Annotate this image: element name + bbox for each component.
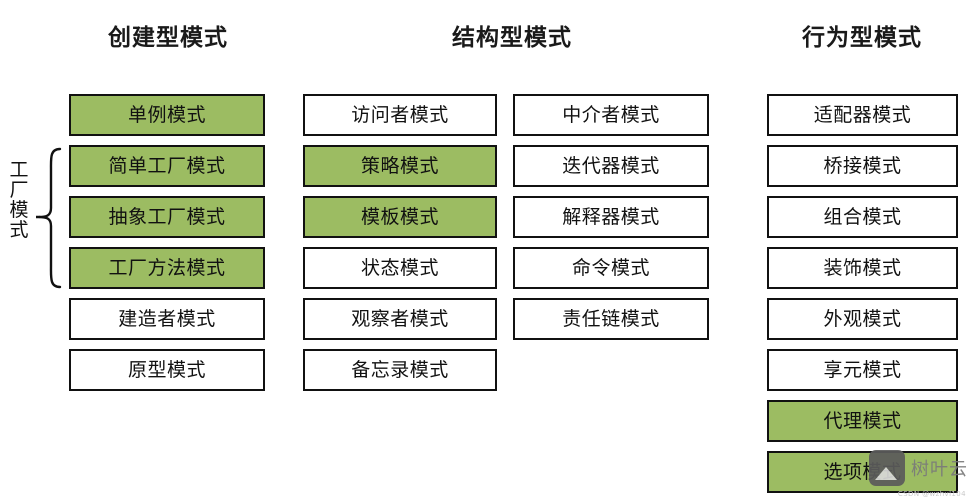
pattern-box[interactable]: 命令模式 <box>513 247 709 289</box>
pattern-box[interactable]: 模板模式 <box>303 196 497 238</box>
pattern-box[interactable]: 组合模式 <box>767 196 958 238</box>
pattern-box[interactable]: 适配器模式 <box>767 94 958 136</box>
column-title-creational: 创建型模式 <box>108 25 228 51</box>
pattern-box[interactable]: 装饰模式 <box>767 247 958 289</box>
pattern-box[interactable]: 原型模式 <box>69 349 265 391</box>
watermark-brand: 树叶云 <box>911 459 968 480</box>
pattern-box[interactable]: 解释器模式 <box>513 196 709 238</box>
pattern-box[interactable]: 单例模式 <box>69 94 265 136</box>
pattern-box[interactable]: 代理模式 <box>767 400 958 442</box>
pattern-box[interactable]: 享元模式 <box>767 349 958 391</box>
watermark-credit: CSDN @wzhvl104 <box>897 490 966 498</box>
column-title-behavioral: 行为型模式 <box>802 25 922 51</box>
pattern-box[interactable]: 迭代器模式 <box>513 145 709 187</box>
pattern-box[interactable]: 状态模式 <box>303 247 497 289</box>
pattern-box[interactable]: 责任链模式 <box>513 298 709 340</box>
pattern-box[interactable]: 中介者模式 <box>513 94 709 136</box>
factory-group-brace <box>36 147 62 289</box>
pattern-box[interactable]: 访问者模式 <box>303 94 497 136</box>
pattern-box[interactable]: 备忘录模式 <box>303 349 497 391</box>
mountain-logo-icon <box>869 450 905 486</box>
pattern-box[interactable]: 建造者模式 <box>69 298 265 340</box>
pattern-box[interactable]: 抽象工厂模式 <box>69 196 265 238</box>
pattern-box[interactable]: 外观模式 <box>767 298 958 340</box>
pattern-box[interactable]: 观察者模式 <box>303 298 497 340</box>
pattern-box[interactable]: 简单工厂模式 <box>69 145 265 187</box>
watermark: 树叶云 <box>869 450 968 486</box>
factory-group-label: 工厂模式 <box>9 159 29 242</box>
pattern-box[interactable]: 工厂方法模式 <box>69 247 265 289</box>
pattern-box[interactable]: 策略模式 <box>303 145 497 187</box>
column-title-structural: 结构型模式 <box>452 25 572 51</box>
pattern-box[interactable]: 桥接模式 <box>767 145 958 187</box>
